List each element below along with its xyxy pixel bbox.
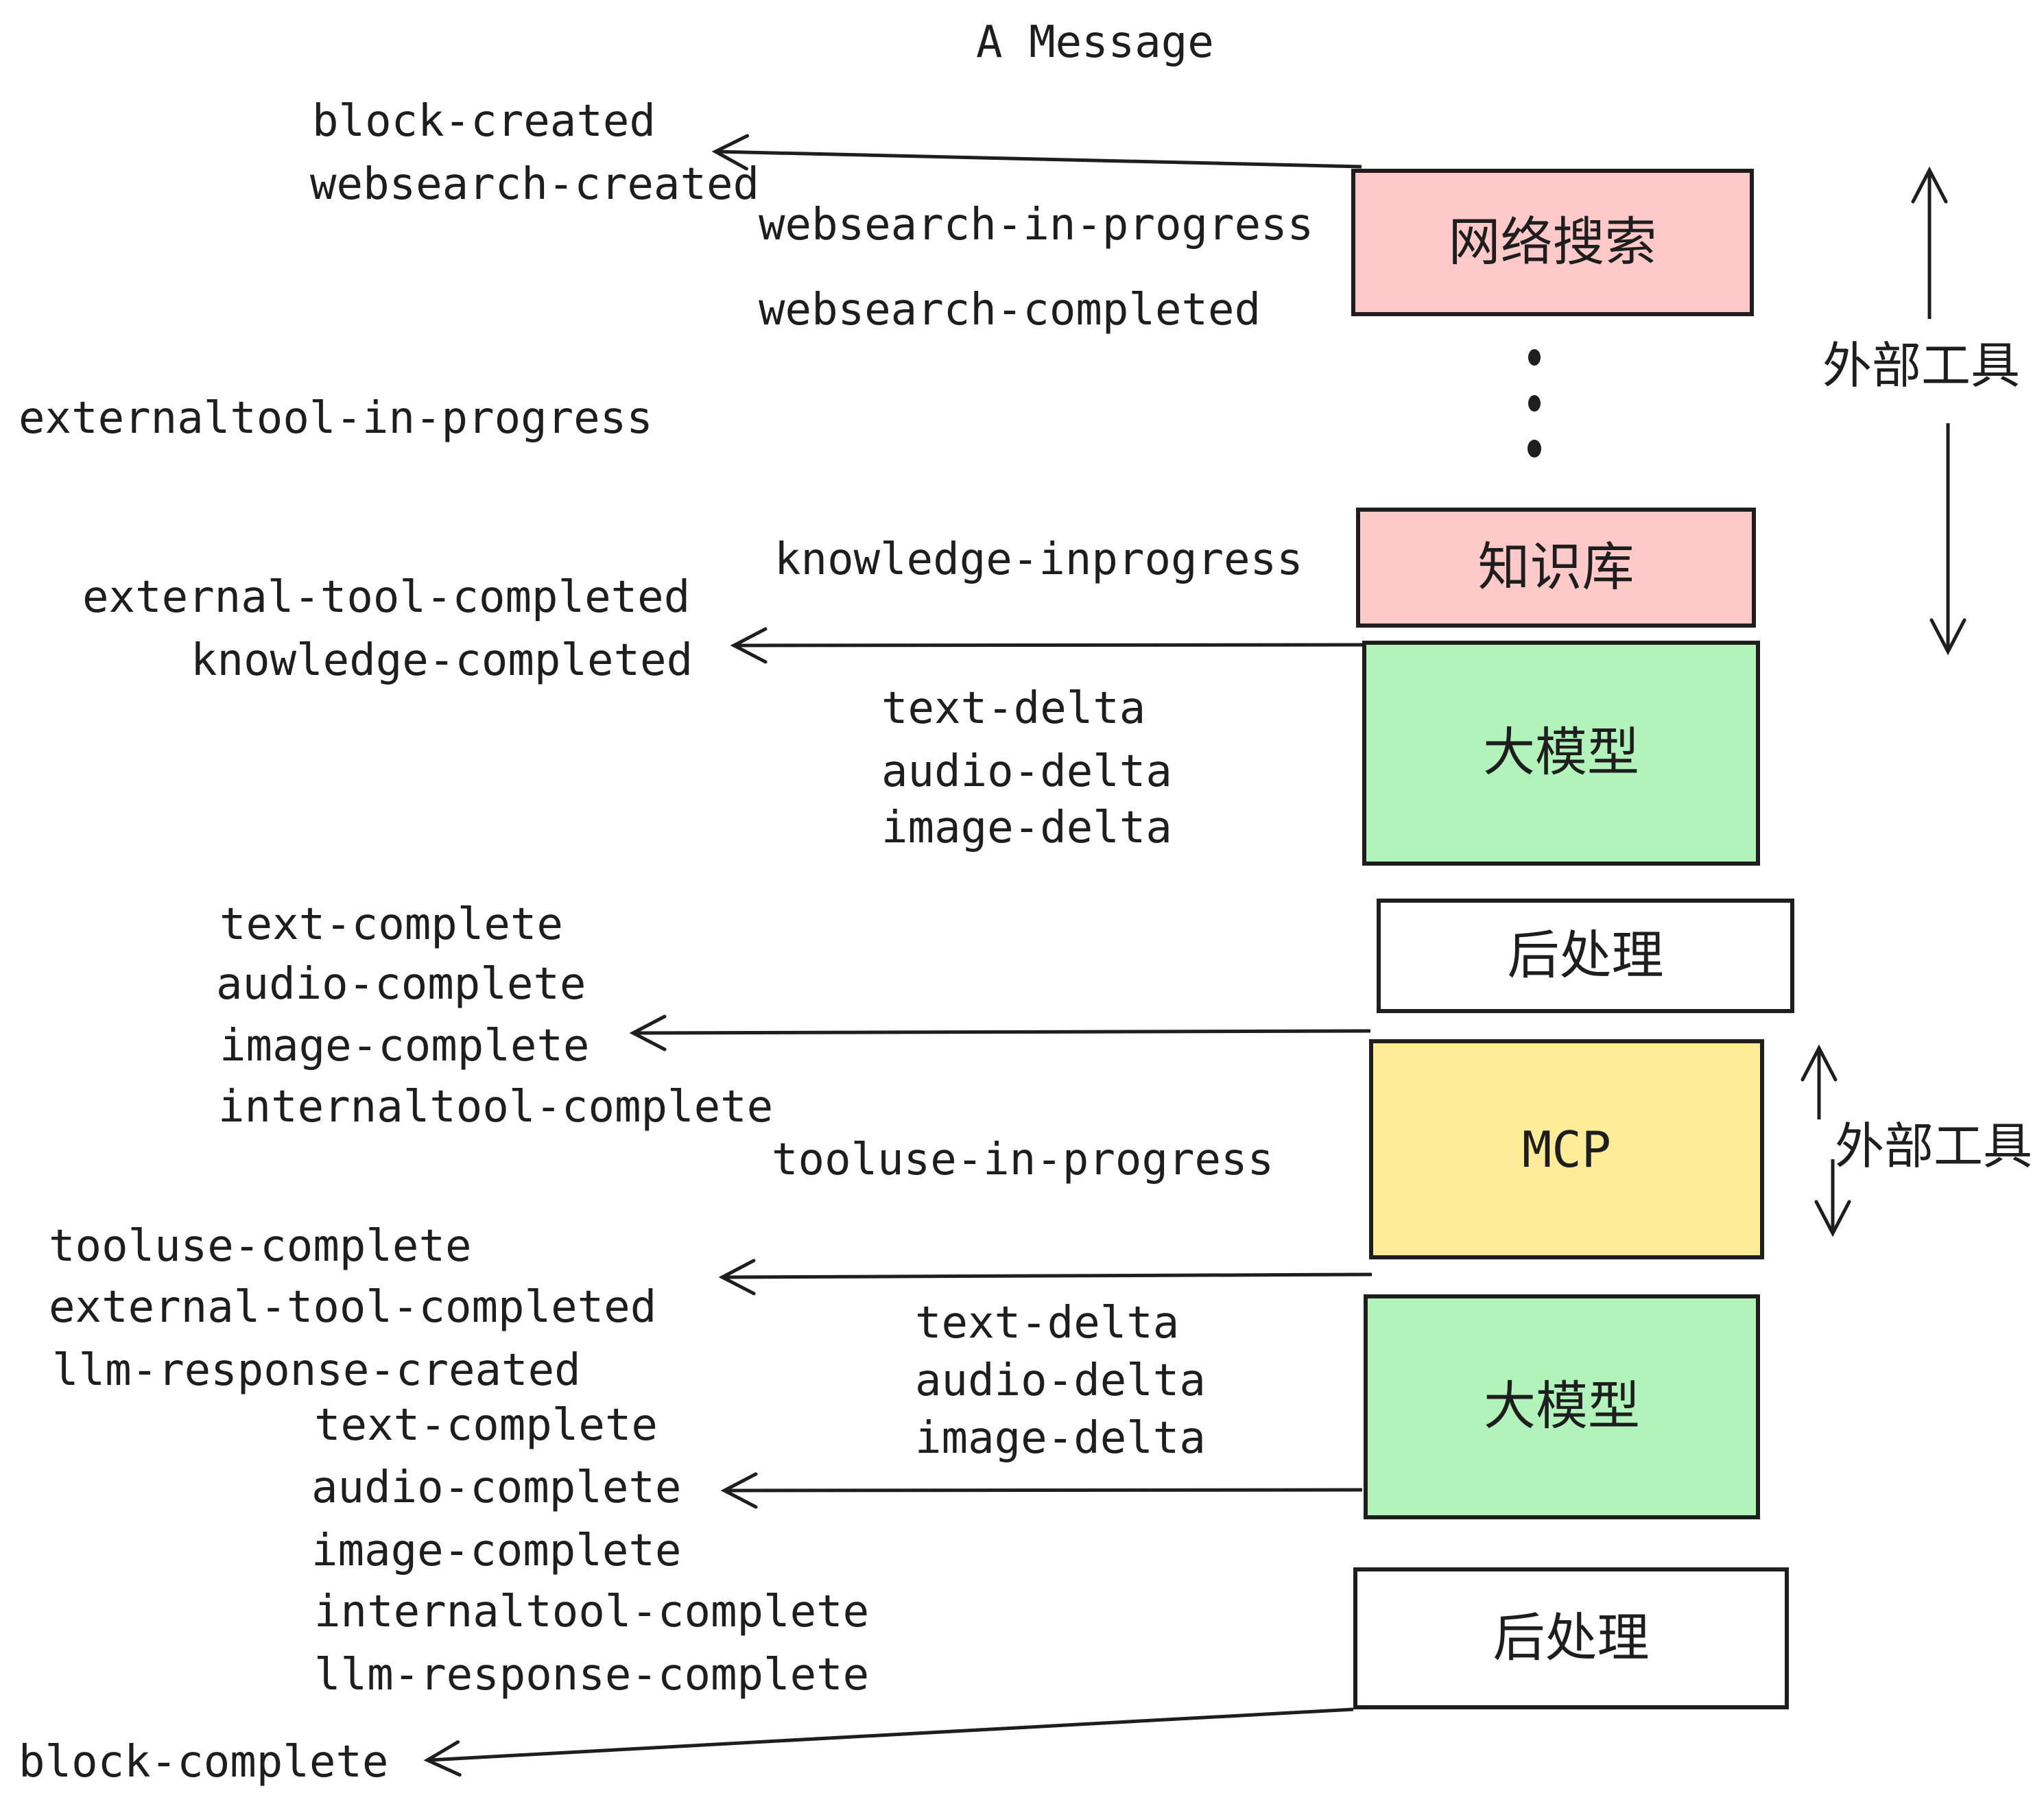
box-postprocess-2: 后处理 <box>1353 1567 1789 1709</box>
box-llm-2: 大模型 <box>1364 1294 1760 1519</box>
event-label-block-created: block-created <box>312 96 656 147</box>
event-label-llm-response-created: llm-response-created <box>52 1345 581 1396</box>
box-websearch-label: 网络搜索 <box>1448 213 1657 272</box>
event-label-image-complete-1: image-complete <box>219 1021 590 1071</box>
event-label-image-delta-2: image-delta <box>915 1413 1206 1464</box>
box-llm-1: 大模型 <box>1362 641 1760 866</box>
event-label-websearch-completed: websearch-completed <box>759 285 1261 335</box>
arrow-block-complete <box>423 1707 1354 1777</box>
external-tools-label-1: 外部工具 <box>1822 339 2021 394</box>
arrow-tooluse-complete <box>718 1259 1372 1296</box>
box-llm-2-label: 大模型 <box>1484 1377 1640 1436</box>
external-tools-label-2: 外部工具 <box>1835 1119 2033 1174</box>
event-label-externaltool-in-progress: externaltool-in-progress <box>19 393 653 444</box>
box-mcp: MCP <box>1369 1039 1764 1259</box>
event-label-websearch-in-progress: websearch-in-progress <box>759 200 1314 250</box>
box-knowledge-label: 知识库 <box>1477 538 1635 597</box>
event-label-llm-response-complete: llm-response-complete <box>314 1650 870 1700</box>
event-label-internaltool-complete-2: internaltool-complete <box>314 1587 870 1637</box>
event-label-websearch-created: websearch-created <box>310 159 760 210</box>
event-label-internaltool-complete-1: internaltool-complete <box>218 1082 774 1132</box>
event-label-audio-delta-2: audio-delta <box>915 1355 1206 1406</box>
arrow-image-complete <box>629 1014 1371 1052</box>
event-label-audio-complete-2: audio-complete <box>311 1462 682 1513</box>
event-label-block-complete: block-complete <box>19 1737 389 1788</box>
event-label-tooluse-complete: tooluse-complete <box>49 1221 472 1272</box>
arrow-block-created <box>711 134 1362 171</box>
box-postprocess-1: 后处理 <box>1377 899 1794 1013</box>
box-llm-1-label: 大模型 <box>1483 724 1639 782</box>
box-websearch: 网络搜索 <box>1351 169 1754 316</box>
event-label-image-complete-2: image-complete <box>311 1526 682 1576</box>
event-label-knowledge-completed: knowledge-completed <box>191 635 693 686</box>
event-label-external-tool-completed-2: external-tool-completed <box>49 1282 657 1333</box>
box-mcp-label: MCP <box>1521 1120 1612 1178</box>
event-label-external-tool-completed-1: external-tool-completed <box>82 572 691 623</box>
event-label-text-delta-1: text-delta <box>881 683 1146 734</box>
box-postprocess-1-label: 后处理 <box>1507 926 1664 985</box>
arrow-audio-complete <box>720 1472 1363 1509</box>
ellipsis-dots <box>1528 349 1541 458</box>
box-postprocess-2-label: 后处理 <box>1493 1609 1650 1667</box>
event-label-audio-complete-1: audio-complete <box>216 959 586 1010</box>
box-knowledge: 知识库 <box>1356 508 1756 628</box>
event-label-text-delta-2: text-delta <box>915 1298 1180 1349</box>
event-label-text-complete-1: text-complete <box>219 899 563 950</box>
event-label-image-delta-1: image-delta <box>881 803 1172 853</box>
diagram-title: A Message <box>976 17 1214 68</box>
event-label-knowledge-inprogress: knowledge-inprogress <box>774 534 1303 585</box>
event-label-text-complete-2: text-complete <box>314 1400 658 1451</box>
event-label-audio-delta-1: audio-delta <box>881 746 1172 797</box>
event-label-tooluse-in-progress: tooluse-in-progress <box>772 1135 1274 1185</box>
